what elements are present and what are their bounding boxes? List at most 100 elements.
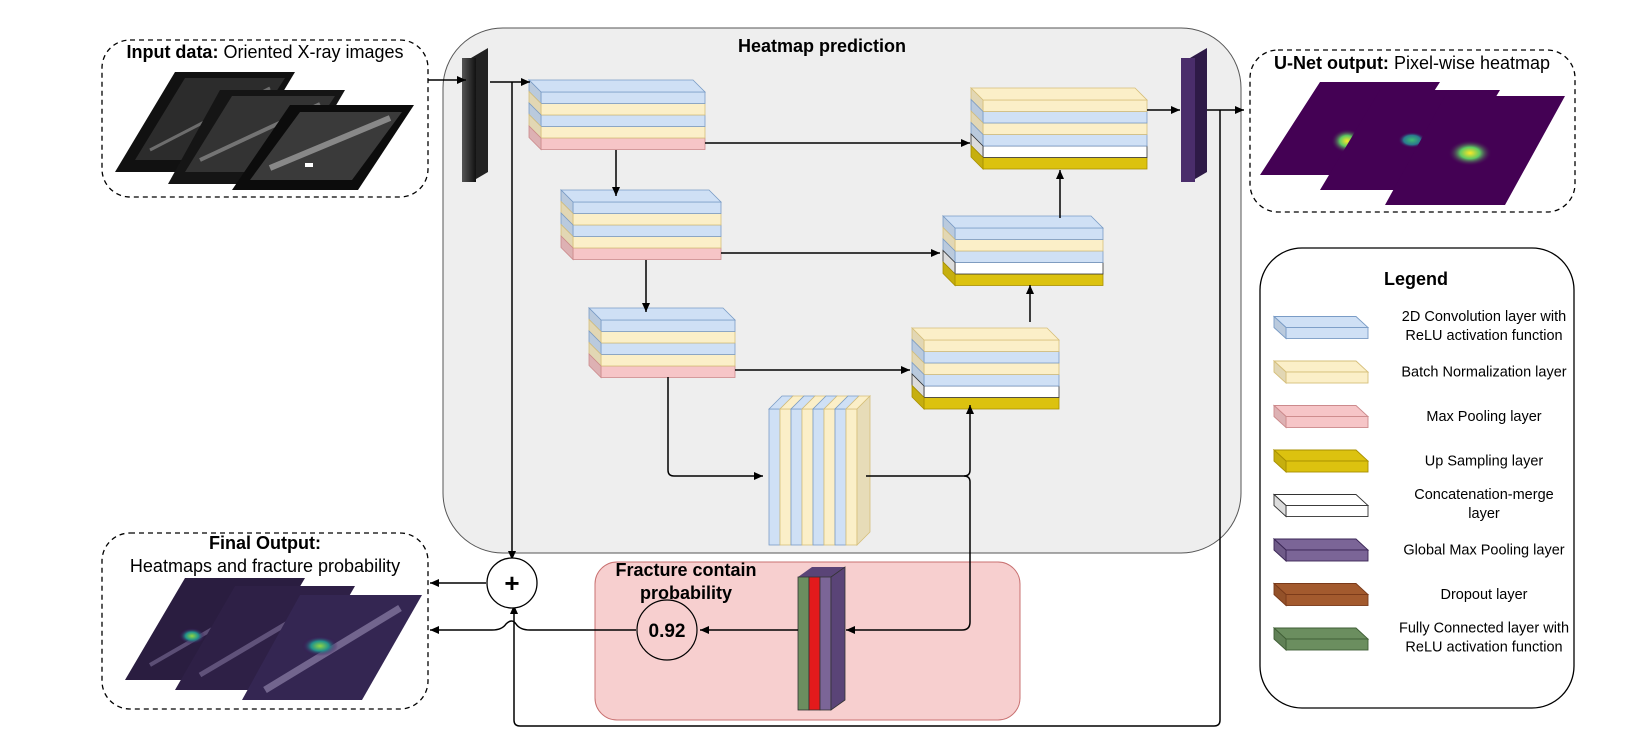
layer-side-upsample [942, 261, 956, 287]
layer-batchnorm [982, 122, 1148, 135]
legend-swatch-top [1272, 360, 1370, 373]
fracture-title-line2: probability [640, 583, 732, 603]
layer-concat [923, 385, 1060, 398]
layer-conv [954, 227, 1104, 240]
bottleneck-layer-batchnorm [801, 408, 814, 546]
layer-side-maxpool [560, 235, 574, 261]
legend-swatch-side [1273, 448, 1287, 474]
legend-swatch-front [1285, 371, 1369, 384]
legend-title: Legend [1384, 269, 1448, 289]
layer-conv [923, 351, 1060, 364]
stack-top-face [942, 215, 1104, 229]
legend-label-line1: Fully Connected layer with [1399, 621, 1569, 637]
layer-batchnorm [923, 339, 1060, 352]
legend-label: Dropout layer [1440, 587, 1527, 603]
legend-swatch-front [1285, 549, 1369, 562]
unet-title-rest: Pixel-wise heatmap [1389, 53, 1550, 73]
legend-item-globalpool: Global Max Pooling layer [1272, 537, 1565, 563]
dense-head-stack [797, 566, 846, 711]
heatmap-prediction-title: Heatmap prediction [738, 36, 906, 56]
unet-title-bold: U-Net output: [1274, 53, 1389, 73]
final-subtitle: Heatmaps and fracture probability [130, 556, 400, 576]
legend-swatch-top [1272, 316, 1370, 328]
layer-conv [572, 201, 722, 214]
legend-swatch-front [1285, 505, 1369, 517]
decoder-block-2 [942, 215, 1104, 287]
layer-upsample [982, 157, 1148, 170]
layer-conv [954, 250, 1104, 263]
layer-conv [982, 134, 1148, 147]
layer-batchnorm [982, 99, 1148, 112]
legend-label: Batch Normalization layer [1401, 365, 1566, 381]
input-title-rest: Oriented X-ray images [218, 42, 403, 62]
encoder-block-1 [528, 79, 706, 151]
legend-swatch-top [1272, 449, 1370, 462]
layer-side-upsample [970, 144, 984, 170]
bottleneck-layer-conv [768, 408, 781, 546]
legend-swatch-top [1272, 627, 1370, 640]
layer-batchnorm [600, 354, 736, 367]
legend-swatch-side [1273, 537, 1287, 563]
merge-node [486, 557, 538, 609]
legend-label: Global Max Pooling layer [1403, 543, 1564, 559]
legend-item-maxpool: Max Pooling layer [1272, 404, 1542, 429]
legend-swatch-front [1285, 327, 1369, 339]
layer-batchnorm [540, 126, 706, 139]
layer-maxpool [600, 365, 736, 378]
legend-swatch-top [1272, 494, 1370, 506]
legend-swatch-side [1273, 493, 1287, 518]
legend-swatch-front [1285, 460, 1369, 473]
final-output-images [125, 578, 422, 700]
layer-conv [982, 111, 1148, 124]
layer-conv [600, 342, 736, 355]
legend-label-line1: 2D Convolution layer with [1402, 309, 1566, 325]
layer-maxpool [540, 137, 706, 150]
stack-top-face [911, 327, 1060, 341]
legend-swatch-top [1272, 538, 1370, 551]
bottleneck-layer-batchnorm [779, 408, 792, 546]
legend-swatch-top [1272, 405, 1370, 417]
legend-swatch-front [1285, 416, 1369, 428]
bottleneck-layer-batchnorm [823, 408, 836, 546]
layer-batchnorm [540, 103, 706, 116]
layer-batchnorm [600, 331, 736, 344]
legend-swatch-front [1285, 594, 1369, 606]
legend-item-dropout: Dropout layer [1272, 582, 1528, 607]
legend-swatch-side [1273, 315, 1287, 340]
input-xray-images [115, 72, 414, 190]
legend-swatch-side [1273, 626, 1287, 652]
probability-circle [636, 599, 698, 661]
unet-title: U-Net output: Pixel-wise heatmap [1274, 53, 1550, 73]
layer-conv [572, 224, 722, 237]
layer-batchnorm [923, 362, 1060, 375]
decoder-block-1 [970, 87, 1148, 170]
legend-label-line2: ReLU activation function [1405, 328, 1562, 344]
layer-conv [600, 319, 736, 332]
legend-label: Max Pooling layer [1426, 409, 1541, 425]
connectors [428, 76, 1244, 727]
legend-swatch-side [1273, 359, 1287, 385]
bottleneck-layer-conv [812, 408, 825, 546]
decoder-block-3 [911, 327, 1060, 410]
fracture-title-line1: Fracture contain [615, 560, 756, 580]
legend-item-batchnorm: Batch Normalization layer [1272, 359, 1567, 385]
legend-swatch-front [1285, 638, 1369, 651]
input-title: Input data: Oriented X-ray images [126, 42, 403, 62]
unet-heatmap-images [1260, 82, 1565, 205]
stack-top-face [560, 189, 722, 203]
legend-label: Up Sampling layer [1425, 454, 1544, 470]
legend-swatch-side [1273, 404, 1287, 429]
layer-upsample [954, 273, 1104, 286]
layer-concat [982, 145, 1148, 158]
input-layer-bar [462, 48, 488, 182]
final-title: Final Output: [209, 533, 321, 553]
layer-side-maxpool [588, 353, 602, 379]
legend-item-upsample: Up Sampling layer [1272, 448, 1544, 474]
layer-conv [540, 114, 706, 127]
input-title-bold: Input data: [126, 42, 218, 62]
bottleneck-layer-conv [834, 408, 847, 546]
layer-batchnorm [572, 213, 722, 226]
layer-conv [540, 91, 706, 104]
